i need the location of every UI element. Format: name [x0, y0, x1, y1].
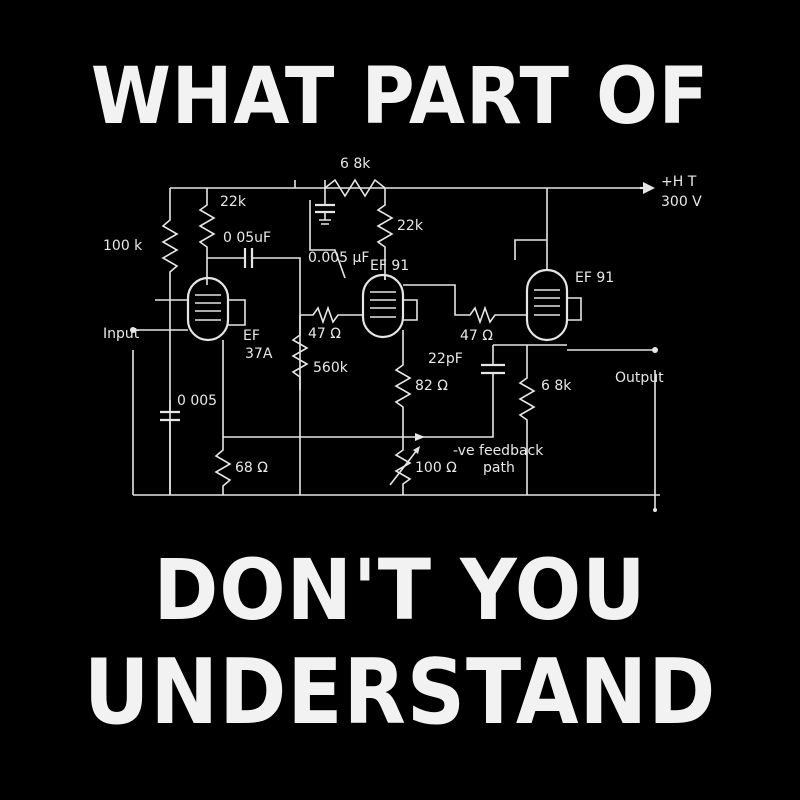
label-r8: 6 8k: [541, 378, 572, 394]
label-r9: 68 Ω: [235, 460, 268, 476]
label-feedback-2: path: [483, 460, 515, 476]
label-r-top: 6 8k: [340, 156, 371, 172]
label-tube3: EF 91: [575, 270, 614, 286]
label-r6: 560k: [313, 360, 349, 376]
label-r2: 22k: [397, 218, 424, 234]
label-input: Input: [103, 326, 140, 342]
label-c2: 0.005 μF: [308, 250, 370, 266]
label-r4: 47 Ω: [308, 326, 341, 342]
label-tube2: EF 91: [370, 258, 409, 274]
label-feedback-1: -ve feedback: [453, 443, 544, 459]
headline-line-3: UNDERSTAND: [83, 640, 717, 745]
label-ht-voltage: 300 V: [661, 194, 702, 210]
label-c3: 22pF: [428, 351, 463, 367]
label-r5: 47 Ω: [460, 328, 493, 344]
label-r10: 100 Ω: [415, 460, 457, 476]
label-c4: 0 005: [177, 393, 217, 409]
headline-line-2: DON'T YOU: [153, 541, 647, 639]
label-r7: 82 Ω: [415, 378, 448, 394]
headline-line-1: WHAT PART OF: [90, 52, 710, 142]
circuit-schematic: 6 8k +H T 300 V 22k 22k 100 k 0 05uF 0.0…: [103, 156, 702, 512]
label-output: Output: [615, 370, 664, 386]
label-r1: 22k: [220, 194, 247, 210]
label-tube1-b: 37A: [245, 346, 273, 362]
label-r3: 100 k: [103, 238, 143, 254]
label-ht: +H T: [661, 174, 697, 190]
label-c1: 0 05uF: [223, 230, 271, 246]
label-tube1-a: EF: [243, 328, 260, 344]
